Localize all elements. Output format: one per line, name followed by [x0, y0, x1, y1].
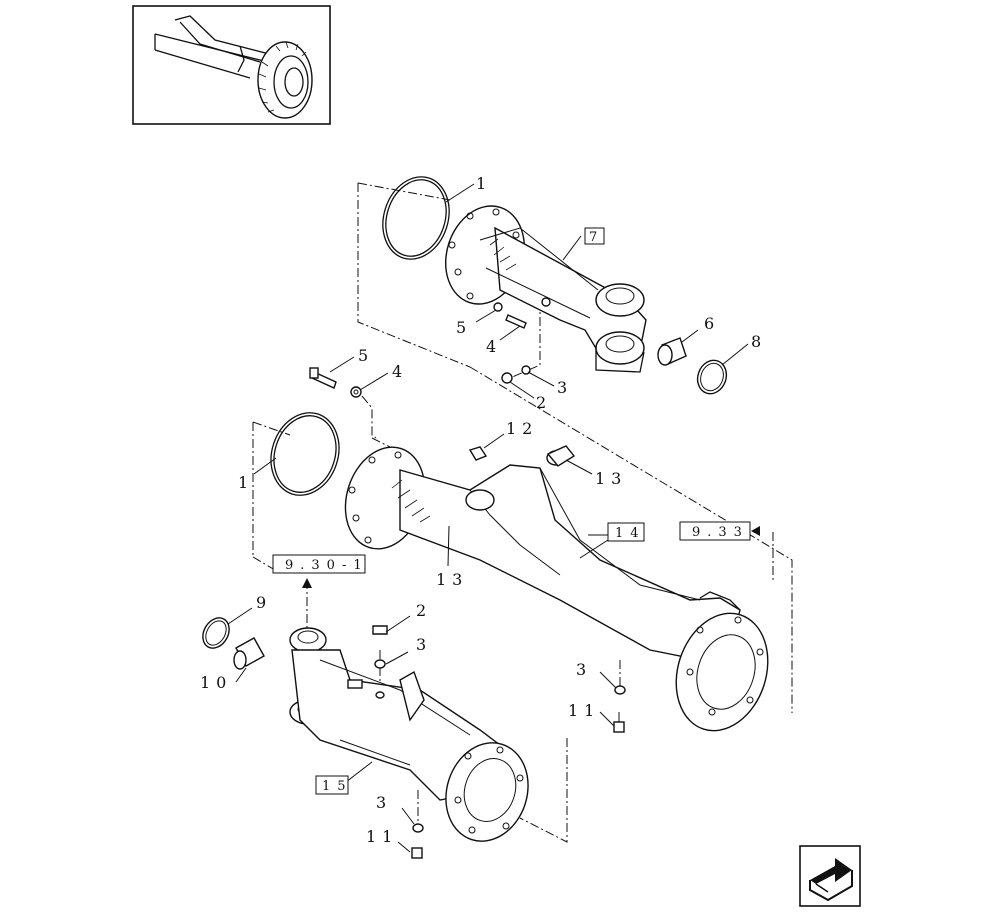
callout-bolt-upper: 5 — [456, 318, 472, 337]
svg-text:15: 15 — [322, 779, 353, 794]
ref-left-arrow-icon — [302, 578, 312, 588]
box-upper-housing: 7 — [584, 227, 605, 245]
leader-lines — [227, 183, 749, 853]
callout-cap-lower: 2 — [416, 601, 432, 620]
ref-box-left: 9.30-1 — [272, 554, 369, 588]
upper-axle-housing — [382, 176, 728, 395]
next-page-arrow-icon[interactable] — [799, 845, 861, 907]
callout-washer-bottom: 3 — [376, 793, 392, 812]
assembly-guide-lines — [252, 182, 793, 843]
callout-bolt-upper-4: 4 — [486, 337, 502, 356]
callout-numbers: 1 5 4 3 2 6 8 5 4 12 13 1 13 2 3 3 11 9 … — [200, 174, 767, 846]
callout-washer-right: 3 — [576, 660, 592, 679]
box-center-housing: 14 — [607, 522, 646, 542]
center-axle-housing — [270, 412, 769, 733]
callout-fitting-right: 11 — [568, 701, 600, 720]
ref-right-arrow-icon — [751, 526, 760, 536]
callout-bushing-upper: 6 — [704, 314, 720, 333]
boxed-labels: 7 14 15 9.30-1 9.33 — [272, 227, 760, 795]
box-lower-housing: 15 — [315, 775, 353, 795]
svg-text:9.30-1: 9.30-1 — [285, 558, 369, 573]
callout-washer-upper: 3 — [557, 378, 573, 397]
callout-seal-lower: 9 — [256, 593, 272, 612]
callout-ring-upper: 1 — [476, 174, 492, 193]
callout-washer-lower: 3 — [416, 635, 432, 654]
callout-grease-fitting: 12 — [506, 419, 538, 438]
callout-washer-mid: 4 — [392, 362, 408, 381]
ref-box-right: 9.33 — [679, 521, 760, 541]
callout-bushing-lower: 10 — [200, 673, 232, 692]
tractor-axle-thumbnail-icon — [132, 5, 331, 125]
svg-text:7: 7 — [589, 230, 604, 245]
callout-bushing-left: 13 — [436, 570, 468, 589]
callout-ring-lower: 1 — [238, 473, 254, 492]
callout-bolt-mid: 5 — [358, 346, 374, 365]
svg-text:14: 14 — [615, 526, 646, 541]
callout-fitting-bottom: 11 — [366, 827, 398, 846]
callout-seal-upper: 8 — [751, 332, 767, 351]
callout-bushing-right: 13 — [595, 469, 627, 488]
svg-text:9.33: 9.33 — [692, 525, 749, 540]
lower-axle-housing — [202, 617, 529, 859]
callout-cap-upper: 2 — [536, 393, 552, 412]
